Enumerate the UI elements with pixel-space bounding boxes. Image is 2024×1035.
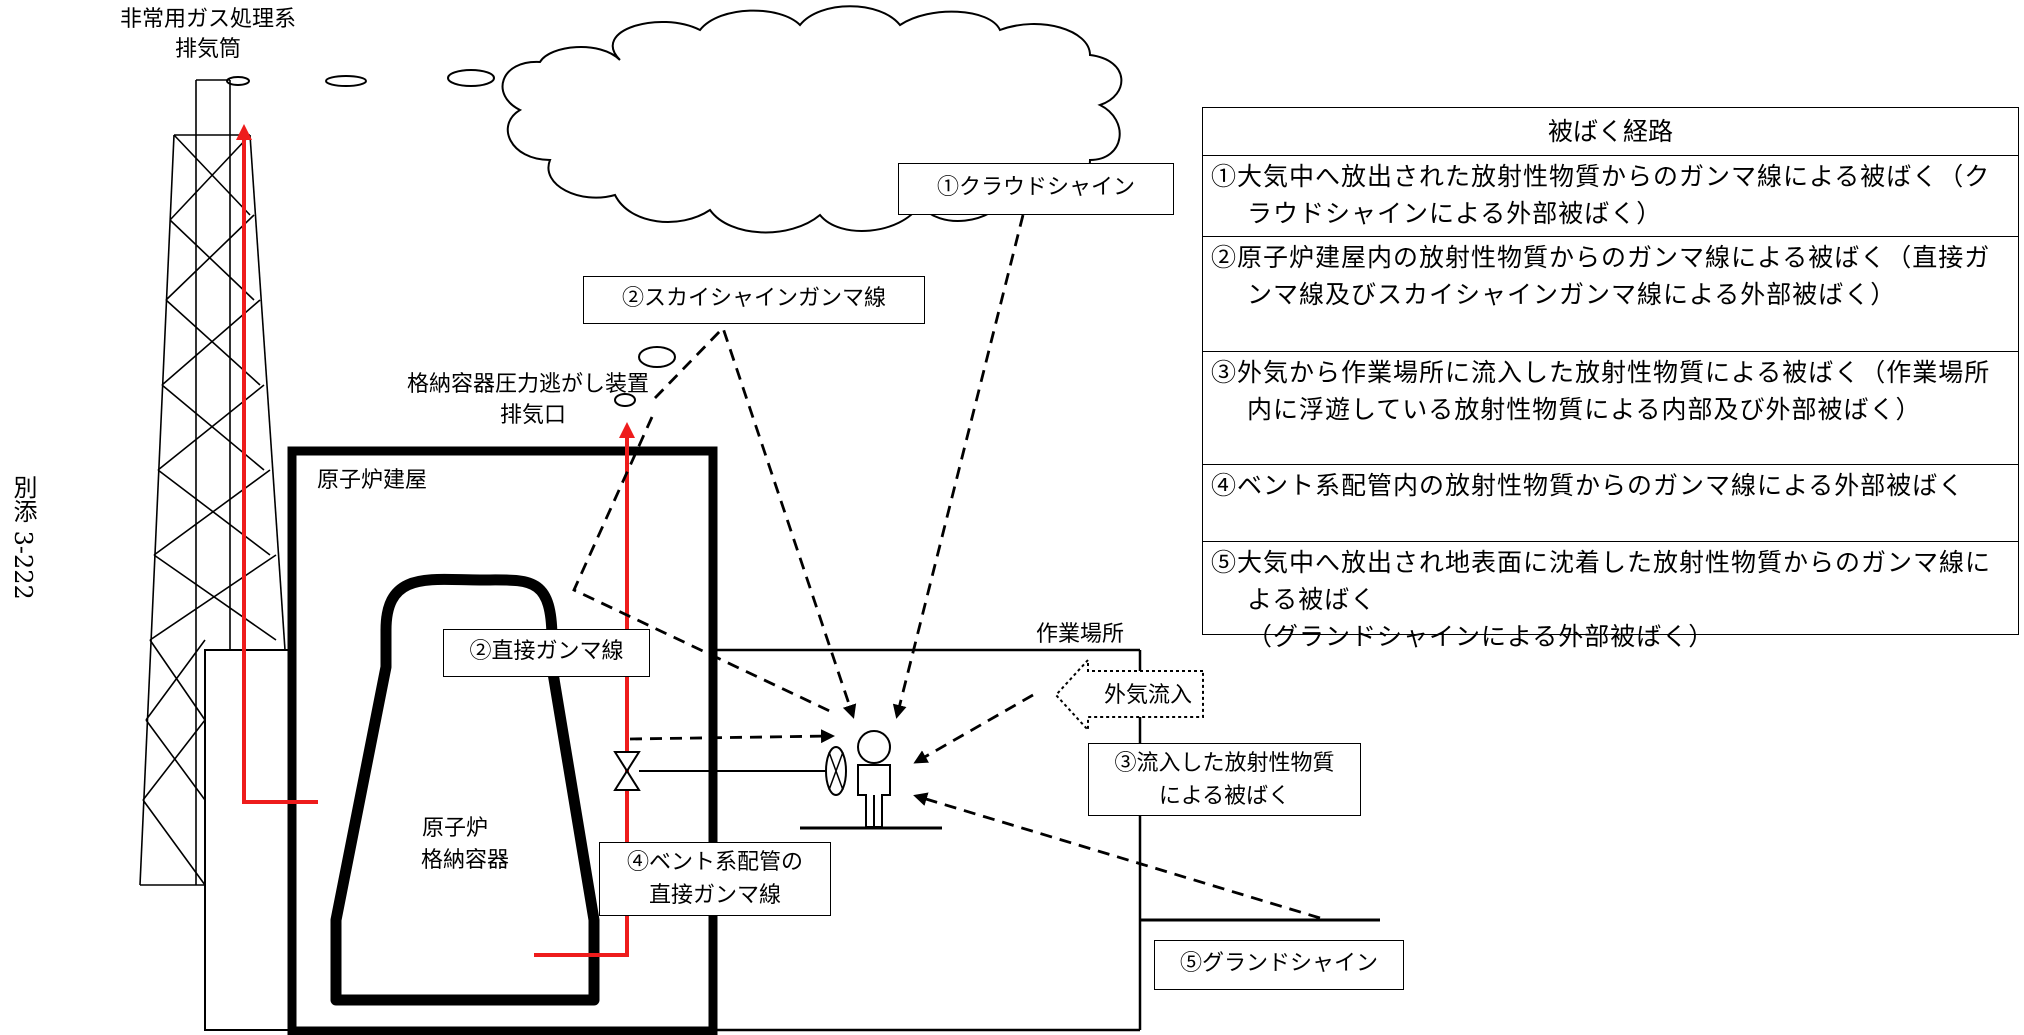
ground-shine-path xyxy=(913,792,1321,920)
vent-valve xyxy=(613,751,641,791)
annex-building xyxy=(204,649,291,1031)
stack-label-1: 非常用ガス処理系 xyxy=(120,7,296,32)
containment-label-1: 原子炉 xyxy=(422,816,488,841)
callout-inflow-line2: による被ばく xyxy=(1158,784,1291,809)
table-title: 被ばく経路 xyxy=(1203,108,2018,156)
table-row: ③外気から作業場所に流入した放射性物質による被ばく（作業場所内に浮遊している放射… xyxy=(1203,352,2018,465)
callout-cloud-shine: ①クラウドシャイン xyxy=(898,163,1174,215)
table-row: ①大気中へ放出された放射性物質からのガンマ線による被ばく（クラウドシャインによる… xyxy=(1203,156,2018,237)
plume-puff xyxy=(226,76,250,86)
sky-shine-path xyxy=(653,325,857,719)
direct-gamma-path xyxy=(629,729,835,744)
containment-label-2: 格納容器 xyxy=(421,848,509,873)
callout-vent-pipe-line2: 直接ガンマ線 xyxy=(648,883,781,908)
reactor-building xyxy=(287,446,718,1035)
table-row: ②原子炉建屋内の放射性物質からのガンマ線による被ばく（直接ガンマ線及びスカイシャ… xyxy=(1203,237,2018,352)
callout-inflow-line1: ③流入した放射性物質 xyxy=(1114,751,1335,776)
callout-direct-gamma: ②直接ガンマ線 xyxy=(443,629,650,677)
plume-puff xyxy=(614,393,636,407)
reactor-building-label: 原子炉建屋 xyxy=(317,468,427,493)
table-row: ④ベント系配管内の放射性物質からのガンマ線による外部被ばく xyxy=(1203,465,2018,542)
vent-outlet-label-1: 格納容器圧力逃がし装置 xyxy=(407,372,649,397)
vent-outlet-label-2: 排気口 xyxy=(500,403,566,428)
exposure-paths xyxy=(572,214,1321,920)
callout-vent-pipe: ④ベント系配管の 直接ガンマ線 xyxy=(599,842,831,916)
sky-shine-source xyxy=(572,416,837,716)
callout-ground-shine: ⑤グランドシャイン xyxy=(1154,940,1404,990)
worker-figure xyxy=(857,730,891,828)
outside-air-arrow xyxy=(1054,657,1204,733)
plume-puff xyxy=(325,75,367,87)
exposure-route-table: 被ばく経路 ①大気中へ放出された放射性物質からのガンマ線による被ばく（クラウドシ… xyxy=(1202,107,2019,651)
page-number: 別添 3-222 xyxy=(9,475,37,600)
callout-inflow: ③流入した放射性物質 による被ばく xyxy=(1088,743,1361,816)
stack-label-2: 排気筒 xyxy=(175,37,241,62)
plume-puff xyxy=(447,69,495,87)
cloud-shine-path xyxy=(892,214,1025,719)
plume-puff xyxy=(638,346,676,368)
workplace-label: 作業場所 xyxy=(1036,622,1124,647)
inflow-path xyxy=(913,693,1034,764)
table-row: ⑤大気中へ放出され地表面に沈着した放射性物質からのガンマ線による被ばく （グラン… xyxy=(1211,548,1992,651)
outside-air-label: 外気流入 xyxy=(1104,683,1192,708)
callout-sky-shine: ②スカイシャインガンマ線 xyxy=(583,276,925,324)
vent-pipe xyxy=(242,140,629,957)
exhaust-stack xyxy=(139,79,286,886)
callout-vent-pipe-line1: ④ベント系配管の xyxy=(626,850,803,875)
